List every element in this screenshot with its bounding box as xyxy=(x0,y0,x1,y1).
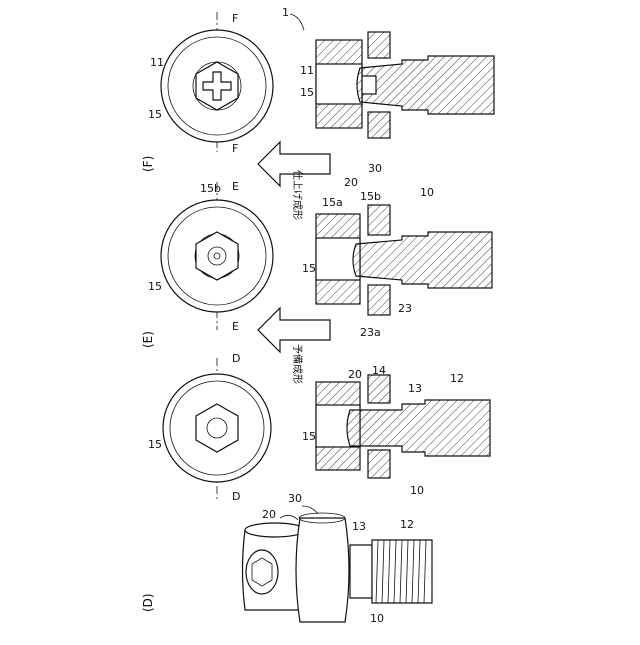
panel-e-end-view: (E) E E 15b 15 xyxy=(141,180,273,348)
label-15-d: 15 xyxy=(148,438,162,451)
label-10-e: 10 xyxy=(420,186,434,199)
label-15-e2: 15 xyxy=(302,262,316,275)
step-preform: 予備成形 xyxy=(291,344,304,384)
label-12-d2: 12 xyxy=(450,372,464,385)
shank-section-e xyxy=(353,232,492,288)
section-mark-f-bottom: F xyxy=(232,142,238,155)
shank-section-d xyxy=(347,400,490,456)
label-13-d: 13 xyxy=(352,520,366,533)
label-15-d2: 15 xyxy=(302,430,316,443)
label-15-e: 15 xyxy=(148,280,162,293)
arrow-preform: 予備成形 xyxy=(258,308,330,384)
section-mark-d-top: D xyxy=(232,352,240,365)
label-20-e: 20 xyxy=(344,176,358,189)
washer-section-d-top xyxy=(368,375,390,403)
washer-section-f-bottom xyxy=(368,112,390,138)
label-30-e: 30 xyxy=(368,162,382,175)
section-mark-d-bottom: D xyxy=(232,490,240,503)
head-end-face xyxy=(246,550,278,594)
label-10-d: 10 xyxy=(370,612,384,625)
panel-label-e: (E) xyxy=(141,331,155,348)
label-15-f2: 15 xyxy=(300,86,314,99)
label-12-d: 12 xyxy=(400,518,414,531)
label-20-d2: 20 xyxy=(348,368,362,381)
panel-label-f: (F) xyxy=(141,156,155,172)
label-15-f: 15 xyxy=(148,108,162,121)
step-finish: 仕上げ成形 xyxy=(291,170,304,220)
label-1-f: 1 xyxy=(282,6,289,19)
section-mark-e-top: E xyxy=(232,180,239,193)
shank-section-f xyxy=(357,56,494,114)
label-23-e: 23 xyxy=(398,302,412,315)
label-15b-e2: 15b xyxy=(360,190,381,203)
arrow-finish: 仕上げ成形 xyxy=(258,142,330,220)
label-23a-e: 23a xyxy=(360,326,381,339)
label-20-d: 20 xyxy=(262,508,276,521)
washer-section-f-top xyxy=(368,32,390,58)
label-15b-e: 15b xyxy=(200,182,221,195)
label-30-d: 30 xyxy=(288,492,302,505)
panel-label-d: (D) xyxy=(141,593,155,612)
washer-section-e-top xyxy=(368,205,390,235)
cross-recess-section xyxy=(362,76,376,94)
section-mark-f-top: F xyxy=(232,12,238,25)
label-14-d: 14 xyxy=(372,364,386,377)
shank xyxy=(350,545,372,598)
label-15a-e: 15a xyxy=(322,196,343,209)
head-top-face xyxy=(245,523,305,537)
panel-f-section: 1 11 15 xyxy=(282,6,494,138)
label-11-f2: 11 xyxy=(300,64,314,77)
panel-e-section: 15a 20 15b 30 10 15 23a 23 xyxy=(302,162,492,339)
label-13-d2: 13 xyxy=(408,382,422,395)
washer-section-e-bottom xyxy=(368,285,390,315)
washer-section-d-bottom xyxy=(368,450,390,478)
panel-f-end-view: (F) F F 11 15 xyxy=(141,12,273,172)
panel-d-end-view: D D 15 xyxy=(148,352,271,503)
panel-d-perspective: (D) 20 30 13 12 10 xyxy=(141,492,432,625)
label-11-f: 11 xyxy=(150,56,164,69)
washer xyxy=(296,518,349,622)
panel-d-section: 20 14 13 12 15 10 xyxy=(302,364,490,497)
label-10-d2: 10 xyxy=(410,484,424,497)
section-mark-e-bottom: E xyxy=(232,320,239,333)
